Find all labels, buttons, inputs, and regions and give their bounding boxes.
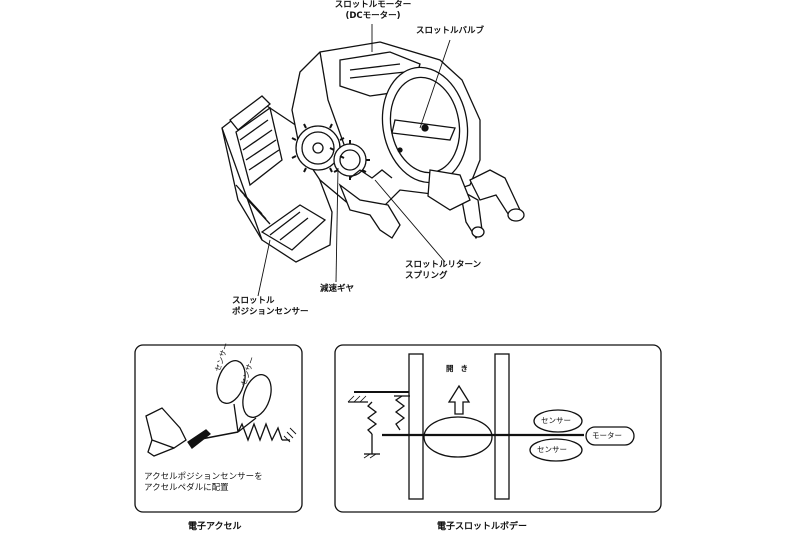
accelerator-caption: 電子アクセル [188, 522, 242, 532]
open-label: 開き [446, 364, 475, 373]
return-spring-right [394, 395, 406, 431]
leader-lines [257, 24, 451, 297]
label-throttle-motor: スロットルモーター (DCモーター) [334, 0, 412, 21]
pedal-spring [237, 422, 283, 442]
throttle-valve-plate [423, 416, 493, 458]
bore-wall-right [494, 353, 510, 500]
accelerator-note: アクセルポジションセンサーを アクセルペダルに配置 [144, 472, 263, 493]
return-spring-left [366, 401, 378, 435]
label-return-spring: スロットルリターン スプリング [405, 260, 482, 281]
throttle-panel-frame [334, 344, 662, 513]
label-throttle-valve: スロットルバルブ [416, 26, 485, 36]
sensor-ellipse-a [216, 360, 246, 404]
throttle-body-illustration [221, 24, 525, 297]
accelerator-panel [134, 344, 303, 513]
motor-label: モーター [592, 431, 622, 440]
motor-box [585, 426, 635, 446]
sensor-upper [533, 409, 583, 433]
sensor-lower-label: センサー [537, 445, 567, 454]
label-position-sensor: スロットル ポジションセンサー [232, 296, 309, 317]
throttle-body-caption: 電子スロットルボデー [437, 522, 528, 532]
throttle-schematic-panel [334, 344, 662, 513]
accelerator-panel-frame [134, 344, 303, 513]
sensor-lower [529, 438, 583, 462]
throttle-body-housing [291, 41, 525, 240]
label-reduction-gear: 減速ギヤ [320, 284, 355, 294]
sensor-ellipse-b [242, 374, 272, 418]
sensor-upper-label: センサー [541, 416, 571, 425]
bore-wall-left [408, 353, 424, 500]
open-arrow [447, 384, 471, 415]
